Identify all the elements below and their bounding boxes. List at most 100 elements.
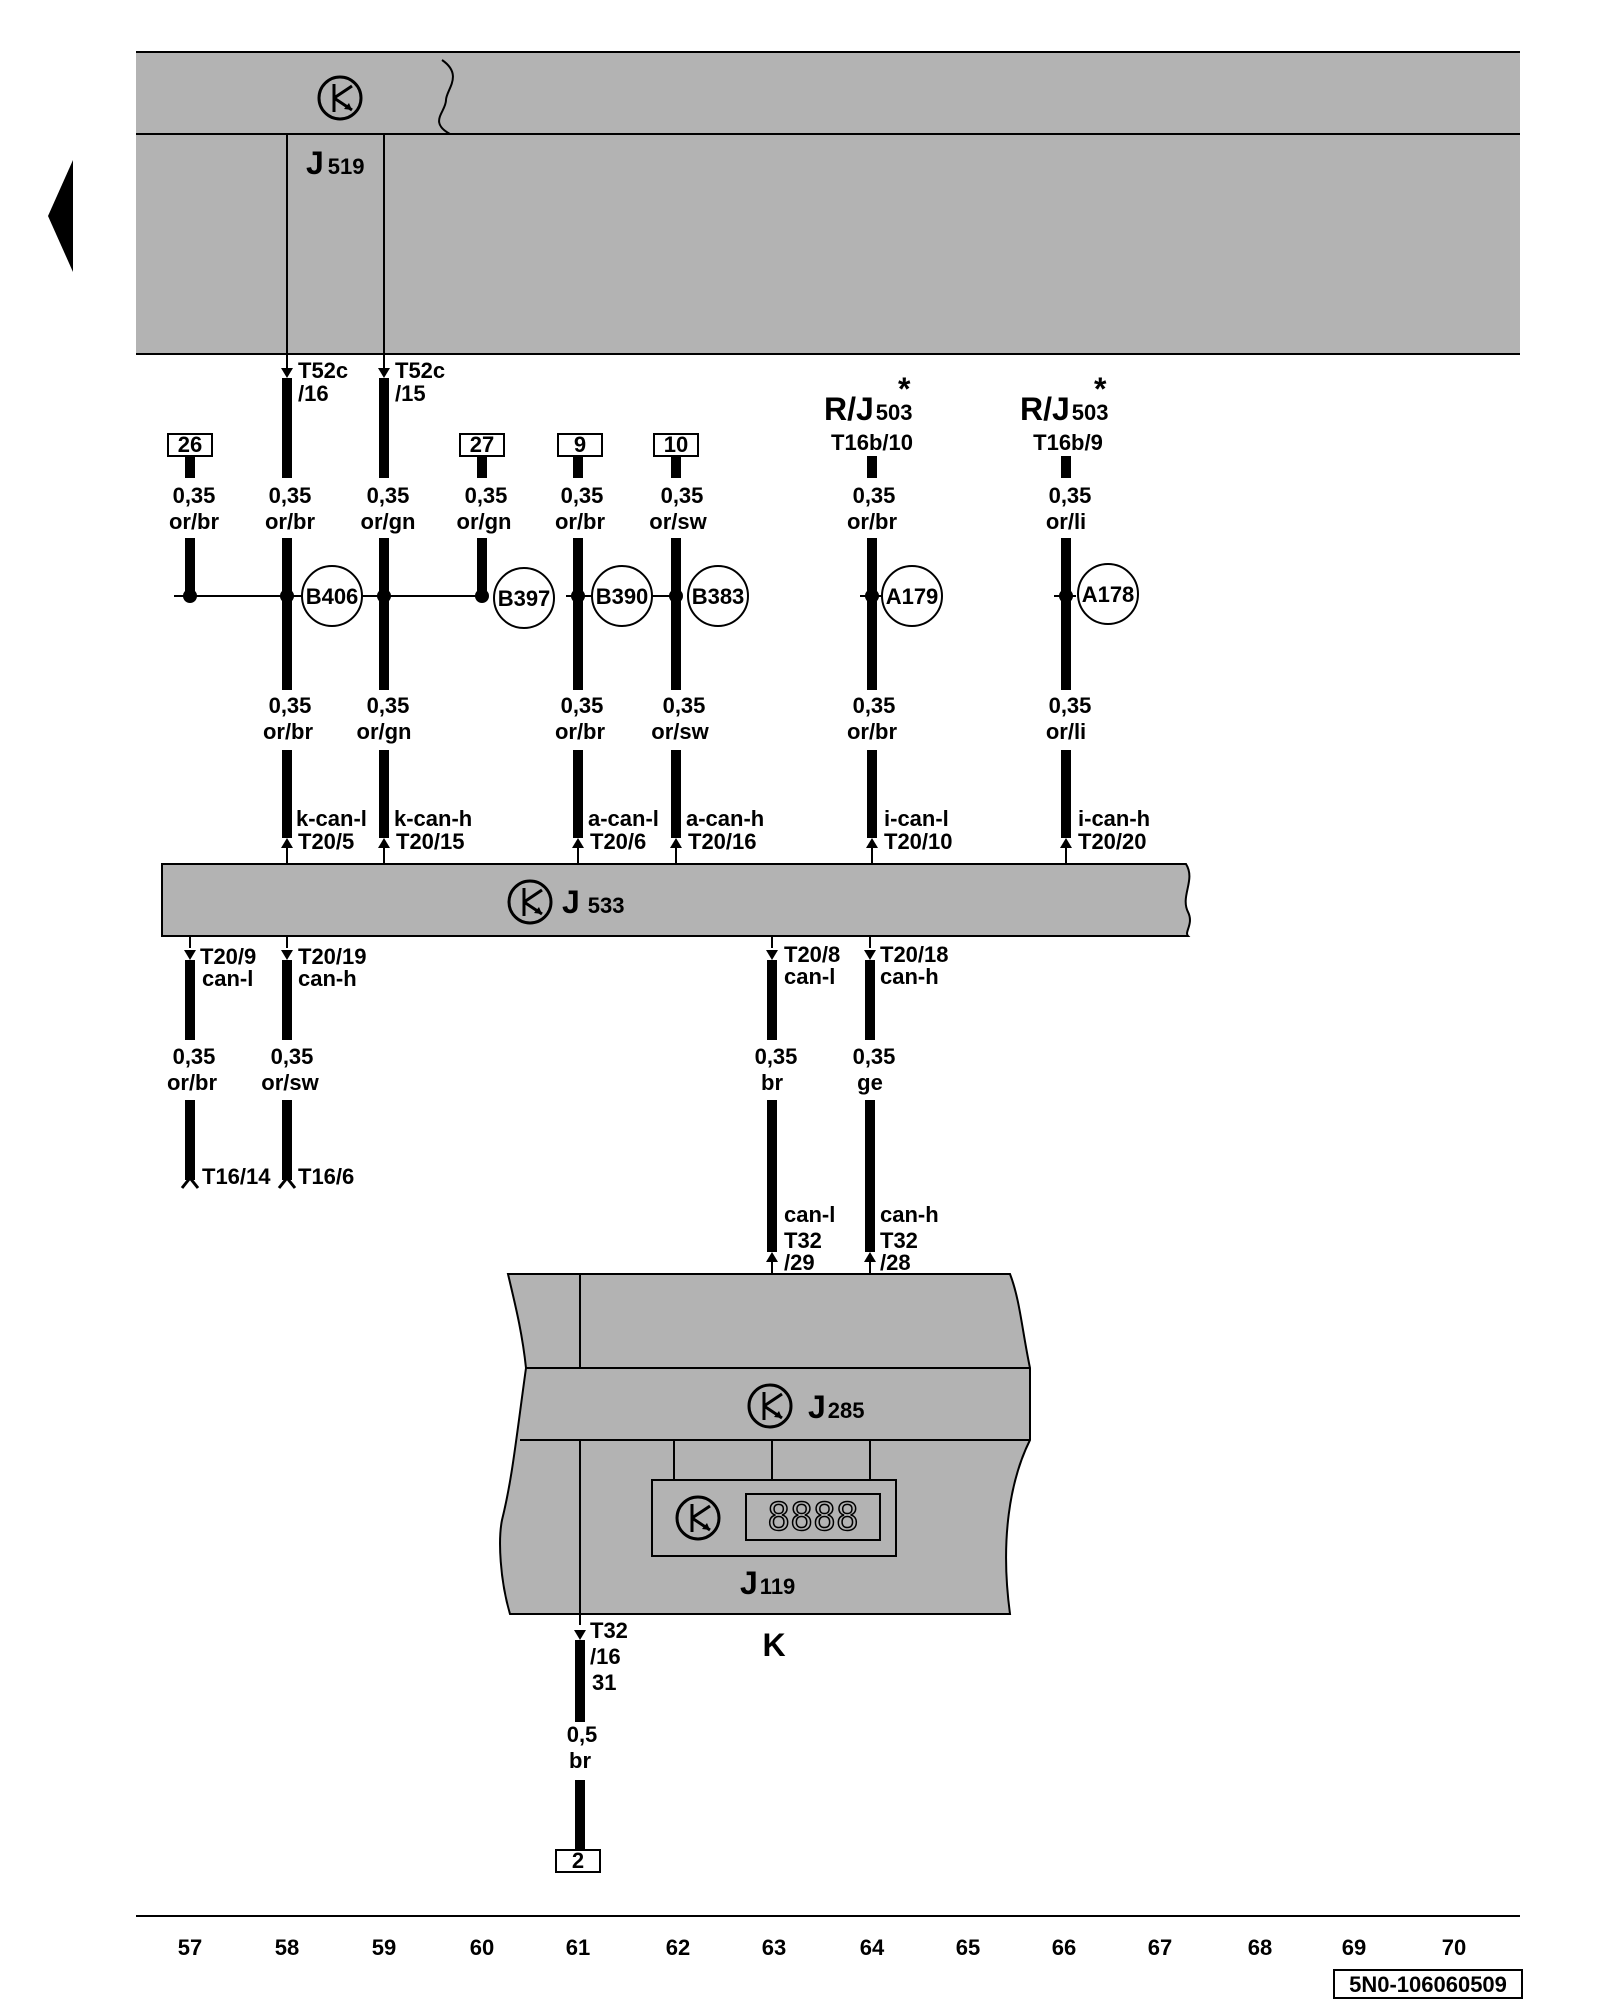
- wire-size: 0,35: [367, 693, 410, 718]
- wire-color: or/br: [555, 509, 606, 534]
- digit-readout: 8888: [767, 1495, 859, 1539]
- wire-color: or/gn: [361, 509, 416, 534]
- wire-size: 0,35: [465, 483, 508, 508]
- signal-label: k-can-h: [394, 806, 472, 831]
- wire-size: 0,35: [173, 1044, 216, 1069]
- pin-label: T20/19: [298, 944, 367, 969]
- column-number: 65: [956, 1935, 980, 1960]
- pin-label: T20/8: [784, 942, 840, 967]
- ref-box-9: 9: [557, 432, 603, 478]
- pin-label: /16: [590, 1644, 621, 1669]
- wire-size: 0,35: [367, 483, 410, 508]
- svg-text:B406: B406: [306, 584, 359, 609]
- ref-rj503-t16b9: R/J503 * T16b/9: [1020, 371, 1109, 478]
- splice-a179: A179: [881, 565, 943, 627]
- wire-size: 0,35: [661, 483, 704, 508]
- pin-label: T20/6: [590, 829, 646, 854]
- svg-text:*: *: [1094, 371, 1107, 407]
- signal-label: a-can-h: [686, 806, 764, 831]
- j533-output-wires: [184, 936, 876, 1040]
- signal-label: a-can-l: [588, 806, 659, 831]
- back-arrow-icon[interactable]: [48, 160, 73, 272]
- ref-box-27: 27: [459, 432, 505, 478]
- wire-size: 0,35: [663, 693, 706, 718]
- t52c-16-label-1: T52c: [298, 358, 348, 383]
- column-number: 57: [178, 1935, 202, 1960]
- pin-label: T20/9: [200, 944, 256, 969]
- j285-label: J285: [808, 1389, 865, 1425]
- wire-color: or/br: [555, 719, 606, 744]
- wire-color: or/sw: [261, 1070, 319, 1095]
- column-number: 66: [1052, 1935, 1076, 1960]
- wire-size: 0,35: [271, 1044, 314, 1069]
- pin-label: T20/10: [884, 829, 953, 854]
- svg-text:A179: A179: [886, 584, 939, 609]
- signal-label: can-l: [784, 964, 835, 989]
- wire-size: 0,35: [269, 693, 312, 718]
- wire-size: 0,35: [269, 483, 312, 508]
- wire-size: 0,35: [853, 1044, 896, 1069]
- signal-label: can-h: [880, 1202, 939, 1227]
- lower-wire-labels: 0,35 or/br 0,35 or/sw 0,35 br 0,35 ge: [167, 1044, 895, 1095]
- wire-color: or/gn: [357, 719, 412, 744]
- wire-color: or/br: [263, 719, 314, 744]
- wire-color: or/br: [169, 509, 220, 534]
- column-number: 70: [1442, 1935, 1466, 1960]
- column-number: 67: [1148, 1935, 1172, 1960]
- t52c-16-label-2: /16: [298, 381, 329, 406]
- ref-box-10: 10: [653, 432, 699, 478]
- column-number: 61: [566, 1935, 590, 1960]
- wire-color: or/br: [847, 719, 898, 744]
- svg-text:B383: B383: [692, 584, 745, 609]
- signal-label: k-can-l: [296, 806, 367, 831]
- signal-label: i-can-l: [884, 806, 949, 831]
- svg-text:10: 10: [664, 432, 688, 457]
- t52c-15-label-1: T52c: [395, 358, 445, 383]
- svg-text:B397: B397: [498, 586, 551, 611]
- svg-text:A178: A178: [1082, 582, 1135, 607]
- column-number: 60: [470, 1935, 494, 1960]
- wire-color: or/sw: [649, 509, 707, 534]
- j519-wires: [281, 134, 390, 478]
- svg-text:T16b/10: T16b/10: [831, 430, 913, 455]
- wire-color: or/br: [847, 509, 898, 534]
- signal-label: can-h: [298, 966, 357, 991]
- digit-display: [745, 1493, 881, 1541]
- upper-wire-labels: 0,35 or/br 0,35 or/br 0,35 or/gn 0,35 or…: [169, 483, 1091, 534]
- wire-color: or/br: [167, 1070, 218, 1095]
- pin-label: /28: [880, 1250, 911, 1275]
- wire-size: 0,5: [567, 1722, 598, 1747]
- svg-text:9: 9: [574, 432, 586, 457]
- splice-b406: B406: [301, 565, 363, 627]
- wire-size: 0,35: [173, 483, 216, 508]
- k-label: K: [762, 1627, 785, 1663]
- column-number: 64: [860, 1935, 885, 1960]
- wire-color: or/sw: [651, 719, 709, 744]
- ref-box-26: 26: [167, 432, 213, 478]
- j119-label: J119: [740, 1565, 795, 1601]
- svg-text:*: *: [898, 371, 911, 407]
- wire-size: 0,35: [1049, 483, 1092, 508]
- pin-label: T20/18: [880, 942, 949, 967]
- doc-id: 5N0-106060509: [1349, 1972, 1507, 1997]
- wire-color: or/br: [265, 509, 316, 534]
- pin-label: 31: [592, 1670, 616, 1695]
- wire-color: or/li: [1046, 509, 1086, 534]
- pin-label: /29: [784, 1250, 815, 1275]
- signal-label: can-l: [202, 966, 253, 991]
- column-number: 63: [762, 1935, 786, 1960]
- wire-size: 0,35: [561, 483, 604, 508]
- column-number: 59: [372, 1935, 396, 1960]
- ref-rj503-t16b10: R/J503 * T16b/10: [824, 371, 913, 478]
- doc-id-box: 5N0-106060509: [1333, 1969, 1523, 1999]
- pin-label: T20/5: [298, 829, 354, 854]
- signal-label: can-h: [880, 964, 939, 989]
- wire-color: or/li: [1046, 719, 1086, 744]
- splice-b383: B383: [687, 565, 749, 627]
- column-number: 62: [666, 1935, 690, 1960]
- pin-label: T32: [880, 1228, 918, 1253]
- wire-color: br: [569, 1748, 591, 1773]
